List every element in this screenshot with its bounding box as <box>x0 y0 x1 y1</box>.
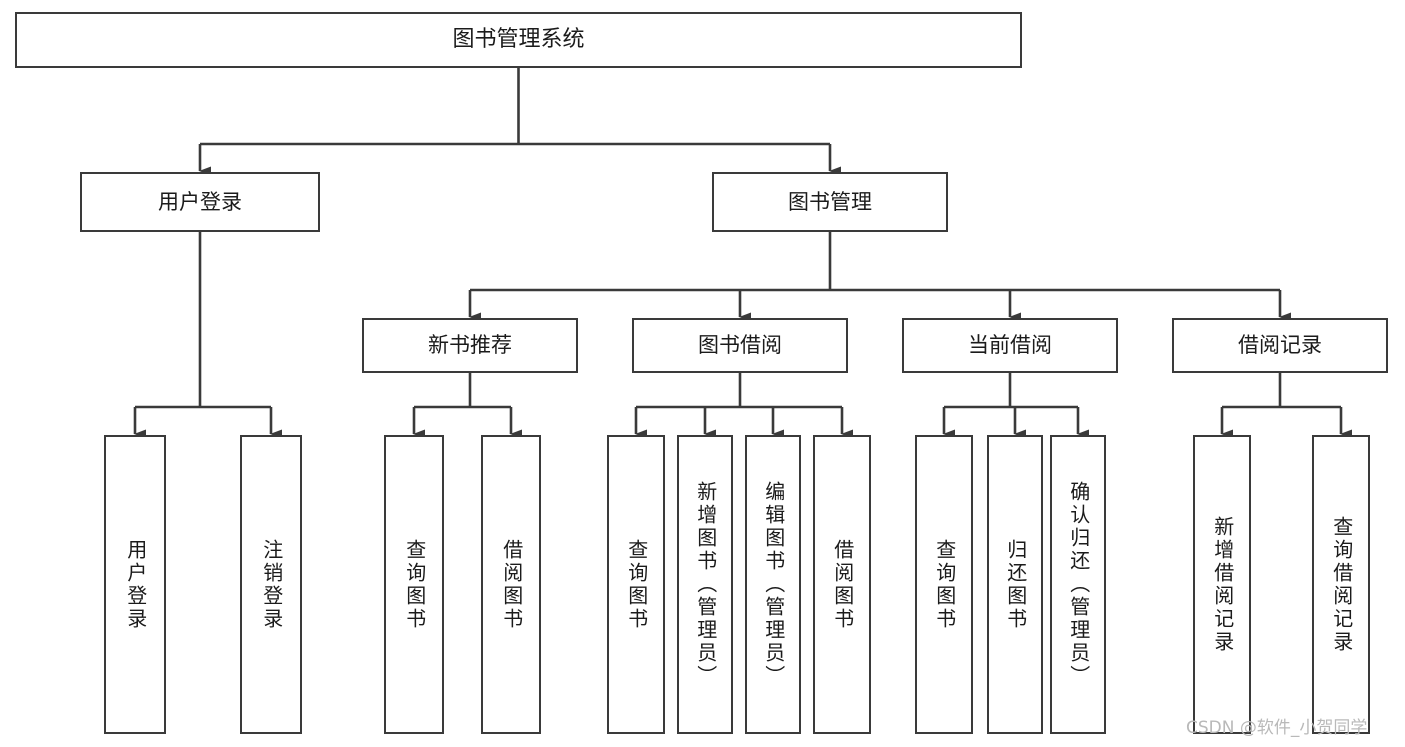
node-leaf-user-logout[interactable]: 注销登录 <box>240 435 302 734</box>
node-label: 借阅记录 <box>1238 333 1322 358</box>
node-user-login[interactable]: 用户登录 <box>80 172 320 232</box>
node-label: 用户登录 <box>123 538 148 631</box>
node-leaf-query-record[interactable]: 查询借阅记录 <box>1312 435 1370 734</box>
node-leaf-confirm-return[interactable]: 确认归还（管理员） <box>1050 435 1106 734</box>
node-label: 新增图书（管理员） <box>693 481 718 688</box>
node-label: 新书推荐 <box>428 333 512 358</box>
node-root[interactable]: 图书管理系统 <box>15 12 1022 68</box>
node-label: 注销登录 <box>259 538 284 631</box>
node-label: 用户登录 <box>158 189 242 214</box>
node-label: 借阅图书 <box>499 538 524 631</box>
node-current-borrow[interactable]: 当前借阅 <box>902 318 1118 373</box>
node-leaf-add-book[interactable]: 新增图书（管理员） <box>677 435 733 734</box>
node-label: 当前借阅 <box>968 333 1052 358</box>
node-label: 图书管理 <box>788 189 872 214</box>
node-leaf-borrow-book-1[interactable]: 借阅图书 <box>481 435 541 734</box>
node-label: 图书管理系统 <box>452 27 585 53</box>
node-label: 新增借阅记录 <box>1210 515 1235 654</box>
node-label: 编辑图书（管理员） <box>761 481 786 688</box>
node-label: 查询图书 <box>402 538 427 631</box>
node-label: 查询图书 <box>932 538 957 631</box>
node-leaf-edit-book[interactable]: 编辑图书（管理员） <box>745 435 801 734</box>
node-label: 确认归还（管理员） <box>1066 481 1091 688</box>
node-label: 借阅图书 <box>830 538 855 631</box>
node-leaf-borrow-book-2[interactable]: 借阅图书 <box>813 435 871 734</box>
node-label: 图书借阅 <box>698 333 782 358</box>
node-leaf-user-login[interactable]: 用户登录 <box>104 435 166 734</box>
node-leaf-add-record[interactable]: 新增借阅记录 <box>1193 435 1251 734</box>
node-leaf-query-book-3[interactable]: 查询图书 <box>915 435 973 734</box>
node-label: 归还图书 <box>1003 538 1028 631</box>
node-label: 查询借阅记录 <box>1329 515 1354 654</box>
node-book-management[interactable]: 图书管理 <box>712 172 948 232</box>
node-leaf-query-book-1[interactable]: 查询图书 <box>384 435 444 734</box>
node-borrow-record[interactable]: 借阅记录 <box>1172 318 1388 373</box>
node-leaf-query-book-2[interactable]: 查询图书 <box>607 435 665 734</box>
node-new-book-recommend[interactable]: 新书推荐 <box>362 318 578 373</box>
node-label: 查询图书 <box>624 538 649 631</box>
node-book-borrow[interactable]: 图书借阅 <box>632 318 848 373</box>
node-leaf-return-book[interactable]: 归还图书 <box>987 435 1043 734</box>
csdn-watermark: CSDN @软件_小贺同学 <box>1186 718 1368 738</box>
